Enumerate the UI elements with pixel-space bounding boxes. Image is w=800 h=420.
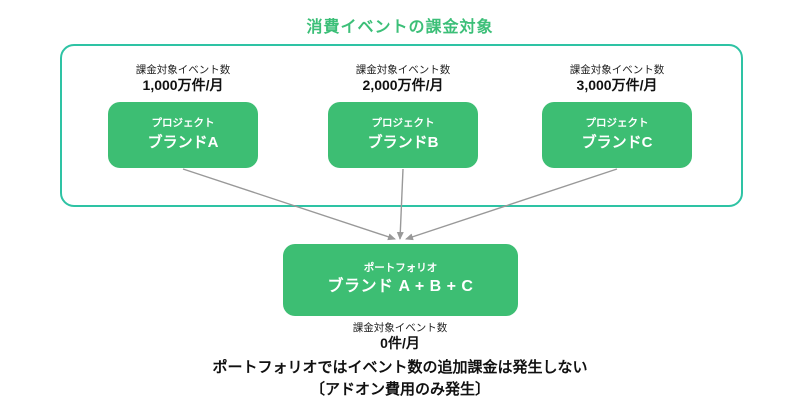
diagram-title: 消費イベントの課金対象 (306, 19, 494, 36)
count-value: 0件/月 (380, 335, 420, 352)
count-caption: 課金対象イベント数 (355, 64, 451, 76)
footnote-line1: ポートフォリオではイベント数の追加課金は発生しない (212, 359, 588, 376)
count-value: 1,000万件/月 (142, 77, 224, 94)
project-a-count-block: 課金対象イベント数 1,000万件/月 (73, 64, 293, 95)
footnote-line2: 〔アドオン費用のみ発生〕 (309, 381, 490, 398)
node-type-label: プロジェクト (585, 117, 649, 130)
node-type-label: プロジェクト (151, 117, 215, 130)
count-caption: 課金対象イベント数 (135, 64, 231, 76)
node-type-label: ポートフォリオ (363, 261, 438, 274)
count-caption: 課金対象イベント数 (352, 322, 448, 334)
project-c-count-block: 課金対象イベント数 3,000万件/月 (507, 64, 727, 95)
project-node-brand-c: プロジェクト ブランドC (542, 102, 692, 168)
node-name-label: ブランドB (367, 134, 439, 152)
project-b-count-block: 課金対象イベント数 2,000万件/月 (293, 64, 513, 95)
count-value: 2,000万件/月 (362, 77, 444, 94)
node-name-label: ブランド A + B + C (327, 278, 474, 296)
count-value: 3,000万件/月 (576, 77, 658, 94)
node-type-label: プロジェクト (371, 117, 435, 130)
node-name-label: ブランドC (581, 134, 653, 152)
footnote: ポートフォリオではイベント数の追加課金は発生しない 〔アドオン費用のみ発生〕 (0, 357, 800, 401)
portfolio-node: ポートフォリオ ブランド A + B + C (283, 244, 518, 316)
project-node-brand-a: プロジェクト ブランドA (108, 102, 258, 168)
portfolio-count-block: 課金対象イベント数 0件/月 (300, 322, 500, 353)
count-caption: 課金対象イベント数 (569, 64, 665, 76)
project-node-brand-b: プロジェクト ブランドB (328, 102, 478, 168)
node-name-label: ブランドA (147, 134, 219, 152)
